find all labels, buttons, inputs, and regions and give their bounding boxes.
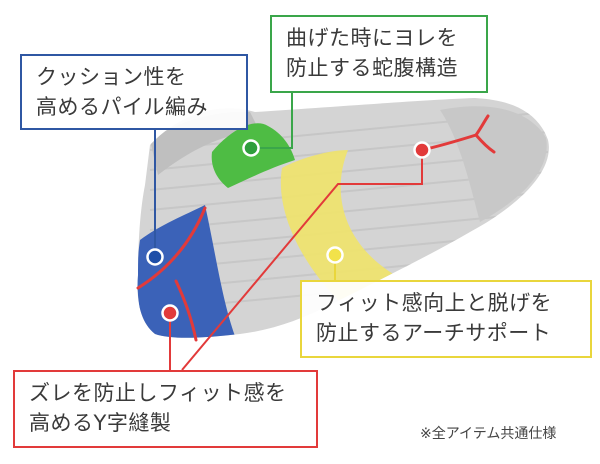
callout-ystitch-line-2: 高めるY字縫製 xyxy=(29,411,172,435)
sock-toe xyxy=(440,106,547,222)
callout-y-stitch: ズレを防止しフィット感を 高めるY字縫製 xyxy=(13,370,318,448)
footnote: ※全アイテム共通仕様 xyxy=(420,426,557,442)
callout-cushion-pile: クッション性を 高めるパイル編み xyxy=(20,54,248,130)
leader-line-ystitch-toe xyxy=(181,150,423,371)
callout-arch-line-2: 防止するアーチサポート xyxy=(316,321,552,345)
marker-arch xyxy=(326,246,344,264)
callout-cushion-line-1: クッション性を xyxy=(36,65,187,89)
cushion-pile-area xyxy=(137,205,235,338)
callout-bellows-line-1: 曲げた時にヨレを xyxy=(286,26,458,50)
leader-line-bellows xyxy=(251,93,293,149)
marker-ystitch-heel xyxy=(161,304,179,322)
callout-ystitch-line-1: ズレを防止しフィット感を xyxy=(29,381,287,405)
callout-arch-line-1: フィット感向上と脱げを xyxy=(316,291,553,315)
marker-cushion xyxy=(146,248,164,266)
callout-bellows-line-2: 防止する蛇腹構造 xyxy=(286,56,458,80)
marker-ystitch-toe xyxy=(413,141,431,159)
callout-bellows-structure: 曲げた時にヨレを 防止する蛇腹構造 xyxy=(270,15,488,93)
arch-support-band xyxy=(280,150,395,302)
callout-cushion-line-2: 高めるパイル編み xyxy=(36,95,208,119)
markers xyxy=(146,139,431,322)
callout-arch-support: フィット感向上と脱げを 防止するアーチサポート xyxy=(300,280,592,358)
marker-bellows xyxy=(242,139,260,157)
